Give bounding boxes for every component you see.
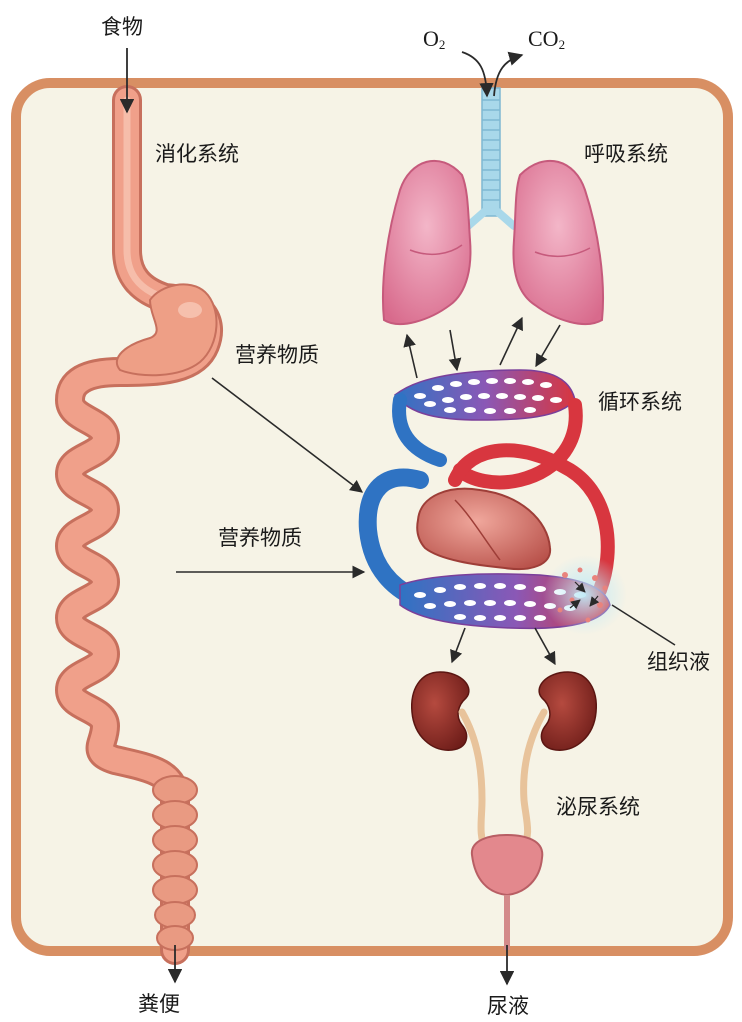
label-carbon-dioxide: CO2 xyxy=(528,28,565,51)
label-circulatory-system: 循环系统 xyxy=(598,392,682,413)
label-nutrients-upper: 营养物质 xyxy=(235,345,319,366)
oxygen-subscript: 2 xyxy=(439,37,446,52)
label-digestive-system: 消化系统 xyxy=(155,144,239,165)
label-tissue-fluid: 组织液 xyxy=(647,652,710,673)
oxygen-symbol: O xyxy=(423,26,439,51)
label-urine: 尿液 xyxy=(487,996,529,1017)
co2-subscript: 2 xyxy=(559,37,566,52)
label-urinary-system: 泌尿系统 xyxy=(556,797,640,818)
label-food: 食物 xyxy=(101,17,143,38)
label-oxygen: O2 xyxy=(423,28,445,51)
co2-symbol: CO xyxy=(528,26,559,51)
label-nutrients-lower: 营养物质 xyxy=(218,528,302,549)
label-respiratory-system: 呼吸系统 xyxy=(584,144,668,165)
label-feces: 粪便 xyxy=(138,994,180,1015)
tissue-fluid-area xyxy=(543,555,627,635)
